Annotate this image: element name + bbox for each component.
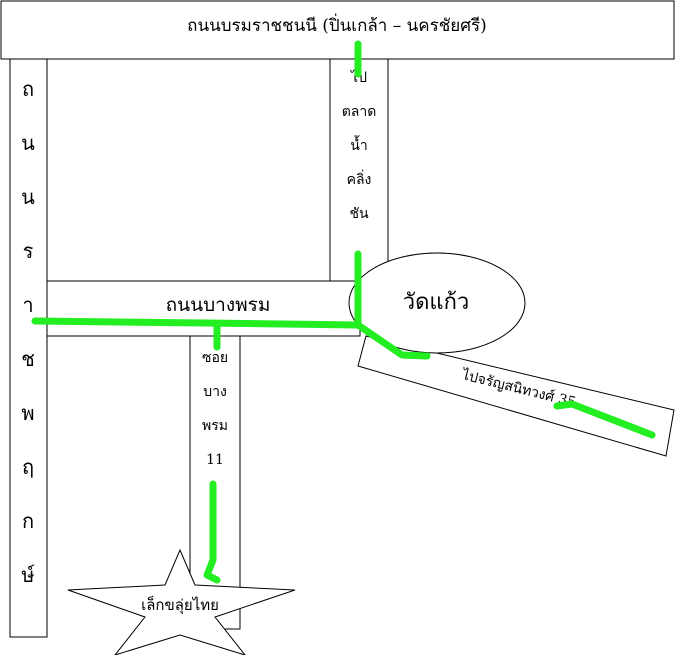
upper-road-line-2: น้ำ (350, 135, 367, 154)
upper-road-line-0: ไป (350, 69, 367, 86)
soi-road-line-3: 11 (206, 452, 224, 468)
middle-road-label: ถนนบางพรม (166, 294, 271, 316)
left-road-char-0: ถ (22, 77, 34, 101)
destination-star (67, 548, 296, 655)
left-road-char-2: น (21, 185, 35, 209)
soi-road-line-0: ซอย (202, 350, 228, 366)
temple-landmark (348, 252, 526, 354)
left-road-char-3: ร (23, 239, 34, 263)
route-path (31, 40, 656, 584)
left-road (9, 58, 48, 638)
temple-label: วัดแก้ว (403, 290, 470, 315)
left-road-char-1: น (21, 131, 35, 155)
left-road-char-4: า (22, 293, 33, 317)
left-road-char-8: ก (22, 509, 34, 533)
left-road-char-5: ช (21, 347, 35, 371)
upper-road-line-4: ชัน (349, 206, 369, 222)
left-road-char-9: ษ์ (21, 563, 35, 587)
upper-road (329, 58, 389, 282)
left-road-char-6: พ (21, 401, 34, 425)
upper-road-line-1: ตลาด (342, 104, 377, 120)
top-road-label: ถนนบรมราชชนนี (ปิ่นเกล้า – นครชัยศรี) (187, 13, 487, 36)
soi-road-line-1: บาง (203, 384, 227, 400)
left-road-char-7: ฤ (22, 455, 34, 479)
upper-road-line-3: คลิ่ง (347, 170, 372, 188)
soi-road-line-2: พรม (202, 418, 228, 434)
destination-label: เล็กขลุ่ยไทย (141, 595, 219, 615)
diagonal-road (357, 335, 675, 457)
